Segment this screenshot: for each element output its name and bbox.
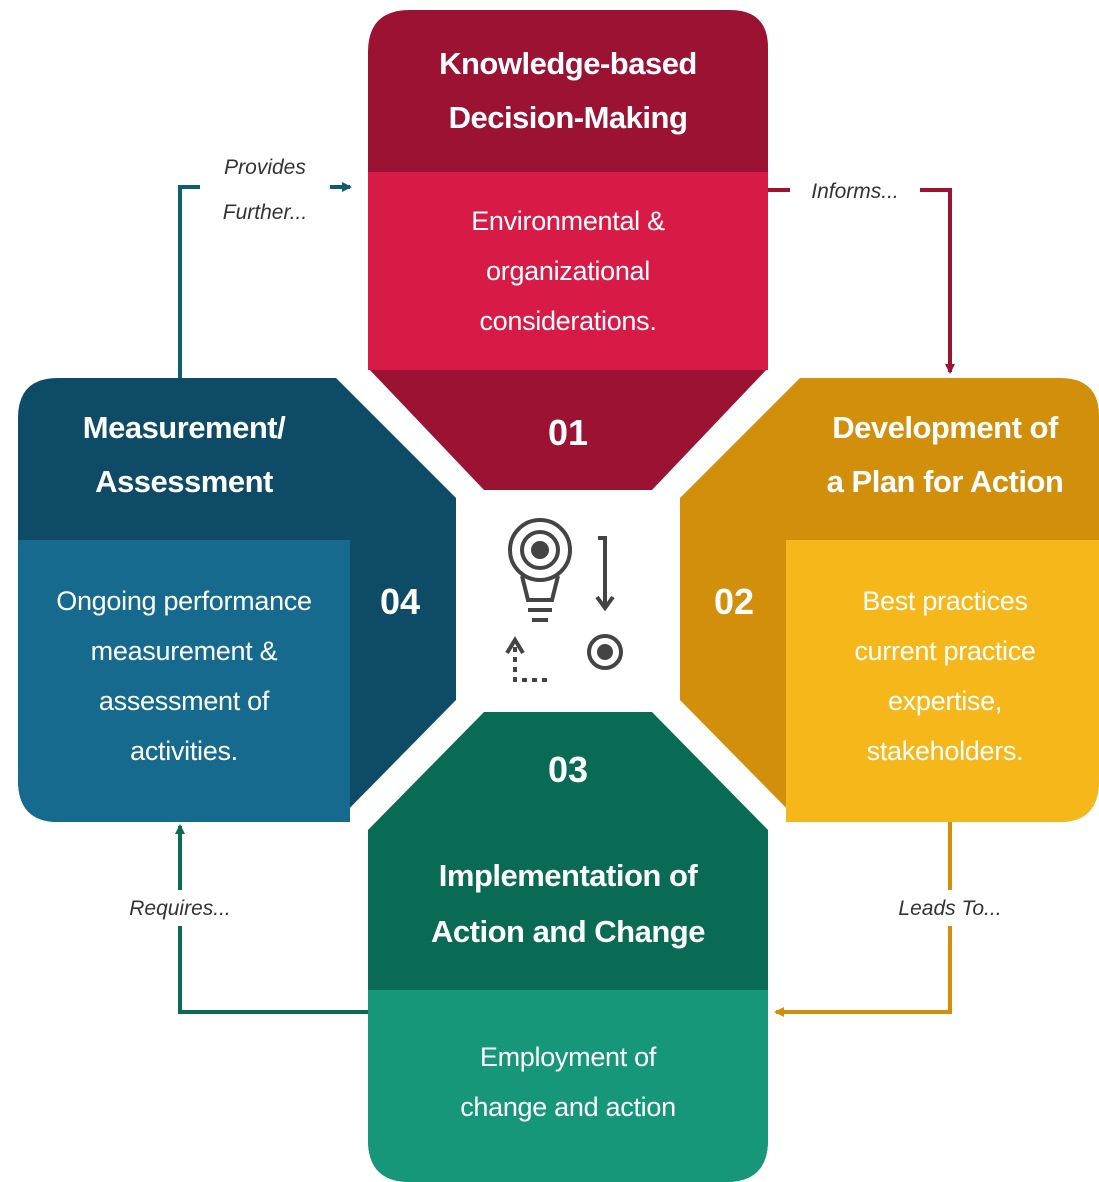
step-01-title-line1: Knowledge-based xyxy=(439,46,697,81)
connector-requires xyxy=(175,824,368,1014)
step-03-title-line1: Implementation of xyxy=(439,858,699,893)
step-03-title-line2: Action and Change xyxy=(431,914,705,949)
step-03-desc-line2: change and action xyxy=(460,1092,676,1122)
step-02-number: 02 xyxy=(714,581,754,622)
step-03-desc-line1: Employment of xyxy=(480,1042,657,1072)
step-04-desc-line4: activities. xyxy=(130,736,238,766)
step-01-block: Knowledge-based Decision-Making Environm… xyxy=(368,10,768,490)
step-02-desc-line4: stakeholders. xyxy=(867,736,1024,766)
step-04-desc-line3: assessment of xyxy=(99,686,270,716)
step-02-title-line1: Development of xyxy=(832,410,1059,445)
connector-informs xyxy=(768,188,955,374)
step-04-number: 04 xyxy=(380,581,420,622)
step-01-title-line2: Decision-Making xyxy=(449,100,688,135)
lightbulb-target-cycle-icon xyxy=(505,518,623,682)
connector-label-provides: Provides xyxy=(224,156,306,179)
step-04-title-line2: Assessment xyxy=(95,464,273,499)
step-01-desc-line1: Environmental & xyxy=(471,206,665,236)
step-03-number: 03 xyxy=(548,749,588,790)
connector-label-requires: Requires... xyxy=(129,897,231,920)
step-04-desc-line2: measurement & xyxy=(91,636,278,666)
step-04-block: Measurement/ Assessment Ongoing performa… xyxy=(18,378,456,822)
step-02-block: Development of a Plan for Action Best pr… xyxy=(680,378,1099,822)
connector-label-leads-to: Leads To... xyxy=(898,897,1001,920)
step-01-desc-line3: considerations. xyxy=(479,306,656,336)
connector-label-further: Further... xyxy=(223,201,307,224)
connector-leads-to xyxy=(774,822,952,1017)
step-04-title-line1: Measurement/ xyxy=(83,410,286,445)
step-01-number: 01 xyxy=(548,412,588,453)
step-02-title-line2: a Plan for Action xyxy=(827,464,1064,499)
step-03-block: 03 Implementation of Action and Change E… xyxy=(368,712,768,1182)
step-02-desc-line1: Best practices xyxy=(862,586,1027,616)
step-02-desc-line2: current practice xyxy=(854,636,1035,666)
step-02-desc-line3: expertise, xyxy=(888,686,1002,716)
connector-label-informs: Informs... xyxy=(811,180,899,203)
step-04-desc-line1: Ongoing performance xyxy=(56,586,311,616)
step-01-desc-line2: organizational xyxy=(486,256,650,286)
